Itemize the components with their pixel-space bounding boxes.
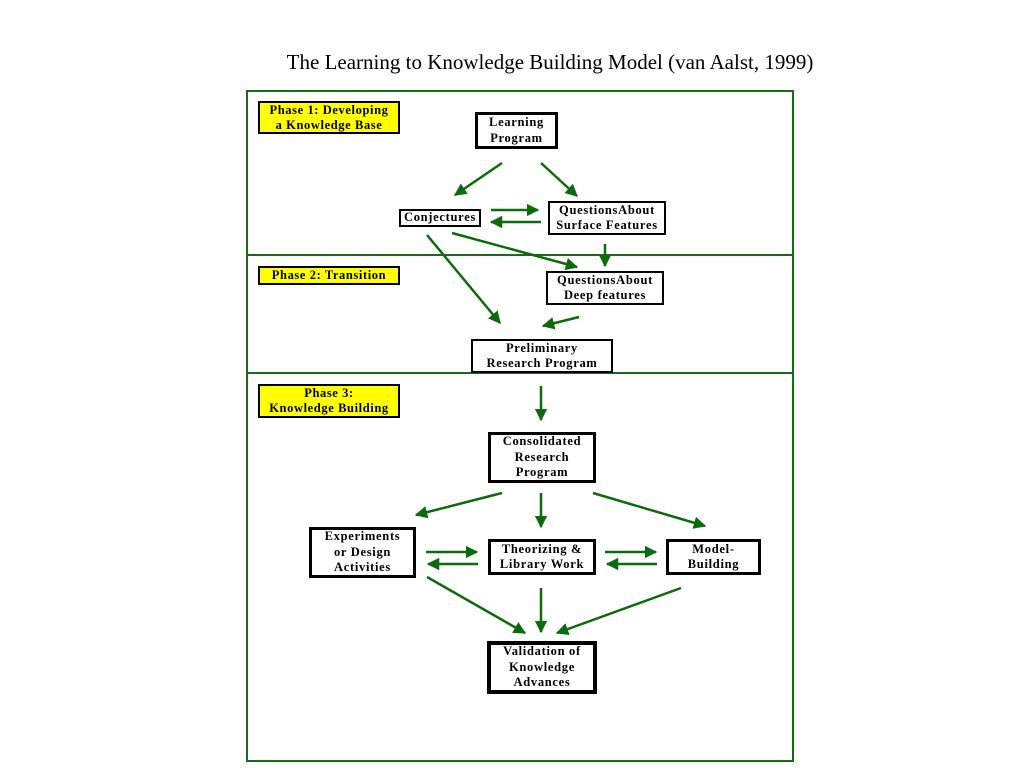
arrow-deep-to-preliminary <box>541 315 580 330</box>
arrow-experiments-to-validation <box>426 575 527 635</box>
model-building-node: Model- Building <box>666 539 761 575</box>
questions-surface-features-node: QuestionsAbout Surface Features <box>548 201 666 235</box>
experiments-design-node: Experiments or Design Activities <box>309 527 416 578</box>
learning-program-node: Learning Program <box>475 112 558 149</box>
arrow-conjectures-to-preliminary <box>426 234 501 324</box>
arrow-consolidated-to-experiments <box>414 491 503 519</box>
phase-divider-2 <box>246 372 794 374</box>
conjectures-node: Conjectures <box>399 209 481 227</box>
diagram-title: The Learning to Knowledge Building Model… <box>286 50 814 74</box>
consolidated-research-program-node: Consolidated Research Program <box>488 432 596 483</box>
diagram-frame <box>246 90 794 762</box>
validation-node: Validation of Knowledge Advances <box>487 641 597 694</box>
arrow-consolidated-to-model <box>592 491 707 529</box>
phase-3-label: Phase 3: Knowledge Building <box>258 384 400 418</box>
phase-divider-1 <box>246 254 794 256</box>
arrow-learning-to-conjectures <box>453 161 503 197</box>
phase-2-label: Phase 2: Transition <box>258 266 400 285</box>
arrow-learning-to-surface <box>540 162 578 197</box>
arrow-model-to-validation <box>555 586 682 636</box>
theorizing-library-node: Theorizing & Library Work <box>488 539 596 575</box>
preliminary-research-program-node: Preliminary Research Program <box>471 339 613 373</box>
phase-1-label: Phase 1: Developing a Knowledge Base <box>258 101 400 134</box>
arrow-conjectures-to-deep <box>451 231 579 271</box>
questions-deep-features-node: QuestionsAbout Deep features <box>546 271 664 305</box>
